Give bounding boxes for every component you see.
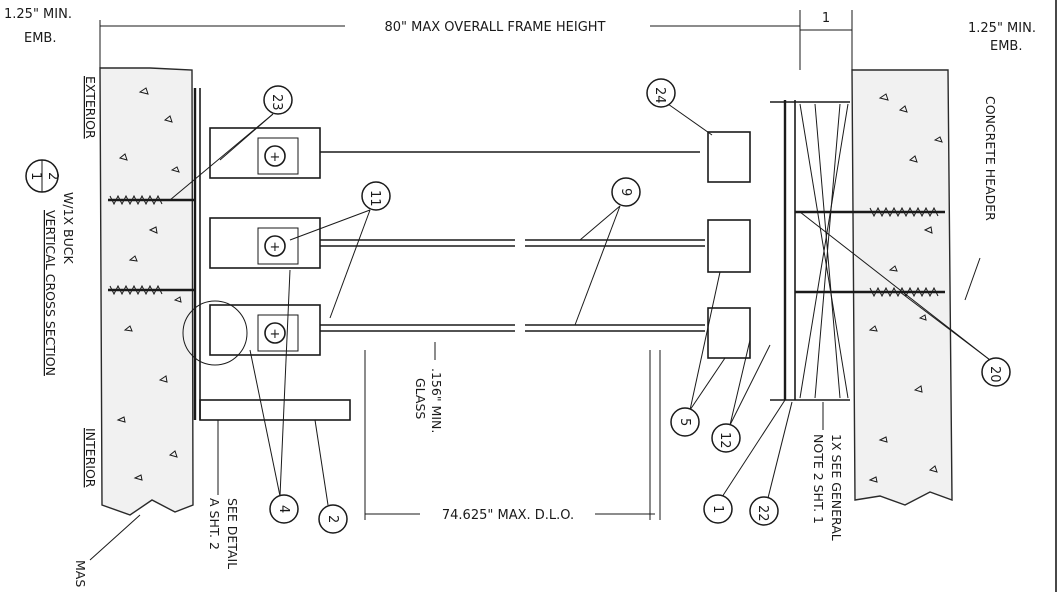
callout-22: 22 [749, 401, 793, 526]
callout-20: 20 [799, 211, 1011, 387]
see-general-line2: NOTE 2 SHT. 1 [811, 434, 826, 524]
exterior-label: EXTERIOR [83, 76, 98, 139]
left-concrete-aggregate [116, 87, 182, 481]
see-detail-line1: SEE DETAIL [225, 498, 240, 569]
svg-text:24: 24 [652, 87, 667, 104]
see-detail-line2: A SHT. 2 [207, 498, 222, 550]
see-general-line1: 1X SEE GENERAL [829, 434, 844, 541]
svg-text:12: 12 [717, 432, 732, 449]
callout-4: 4 [249, 269, 299, 524]
min-emb-left-line2: EMB. [24, 31, 56, 46]
min-emb-right-line1: 1.25" MIN. [968, 21, 1036, 36]
callout-11: 11 [289, 181, 391, 319]
min-emb-right-line2: EMB. [990, 39, 1022, 54]
svg-text:20: 20 [987, 366, 1002, 383]
callout-23: 23 [169, 85, 293, 201]
overall-height-label: 80" MAX OVERALL FRAME HEIGHT [385, 20, 606, 35]
callout-1: 1 [703, 399, 786, 524]
svg-text:22: 22 [755, 505, 770, 522]
svg-text:1: 1 [710, 505, 725, 513]
svg-text:11: 11 [367, 190, 382, 207]
right-concrete-aggregate [868, 93, 943, 483]
glass-thickness-line1: .156" MIN. [429, 368, 444, 433]
dlo-label: 74.625" MAX. D.L.O. [442, 508, 574, 523]
svg-text:5: 5 [677, 418, 692, 426]
callout-9: 9 [574, 177, 641, 326]
section-sheet: 2 [45, 172, 60, 180]
callout-24: 24 [646, 78, 713, 136]
overall-height-dimension: 80" MAX OVERALL FRAME HEIGHT 1 [99, 10, 853, 70]
interior-label: INTERIOR [83, 428, 98, 488]
section-subtitle: W/1X BUCK [61, 192, 76, 265]
masonry-label: MAS [73, 560, 88, 587]
section-reference-bubble: 1 2 [25, 159, 60, 193]
section-number: 1 [28, 172, 43, 180]
glass-thickness-line2: GLASS [413, 378, 428, 419]
dlo-dimension: 74.625" MAX. D.L.O. [364, 350, 655, 523]
concrete-header-label: CONCRETE HEADER [983, 96, 998, 221]
callout-5: 5 [670, 271, 726, 437]
svg-text:+: + [270, 150, 281, 165]
left-concrete-wall [99, 67, 194, 516]
svg-text:+: + [270, 327, 281, 342]
section-title: VERTICAL CROSS SECTION [43, 210, 58, 376]
right-anchor-screws [795, 206, 945, 298]
svg-text:4: 4 [276, 505, 291, 513]
callout-2: 2 [314, 419, 348, 534]
head-frame [649, 100, 850, 520]
top-marker-label: 1 [822, 11, 830, 26]
left-anchor-screws [108, 194, 195, 296]
sill-frame: + + + [182, 88, 351, 421]
svg-text:+: + [270, 240, 281, 255]
callout-12: 12 [711, 339, 771, 453]
glass-lites [320, 151, 705, 332]
svg-text:23: 23 [269, 94, 284, 111]
svg-text:9: 9 [618, 188, 633, 196]
min-emb-left-line1: 1.25" MIN. [4, 7, 72, 22]
svg-text:2: 2 [325, 515, 340, 523]
